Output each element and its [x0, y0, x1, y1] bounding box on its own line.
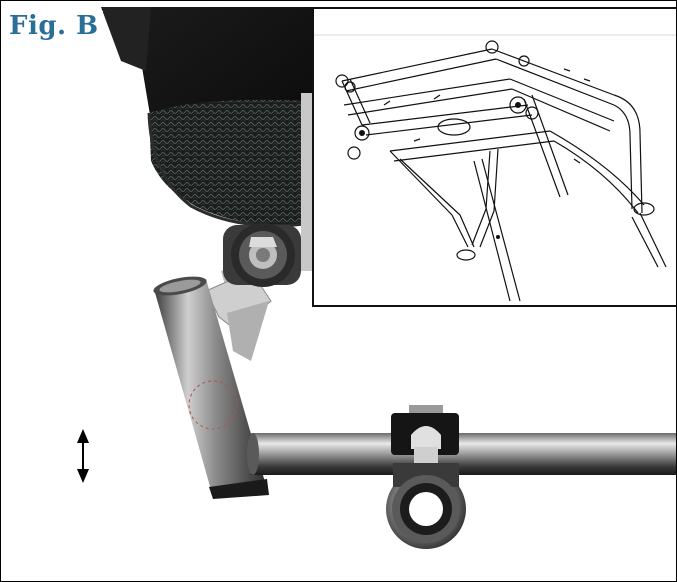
frame-line-art	[314, 34, 676, 302]
inset-line-drawing	[312, 7, 676, 307]
seat	[101, 7, 314, 228]
tube-clamp	[386, 405, 466, 549]
seat-bracket	[205, 93, 313, 361]
figure-label: Fig. B	[9, 11, 103, 43]
horizontal-tube	[247, 433, 676, 475]
swivel-clamp	[223, 223, 301, 287]
double-arrow-icon	[77, 429, 89, 483]
vertical-tube	[153, 276, 269, 499]
